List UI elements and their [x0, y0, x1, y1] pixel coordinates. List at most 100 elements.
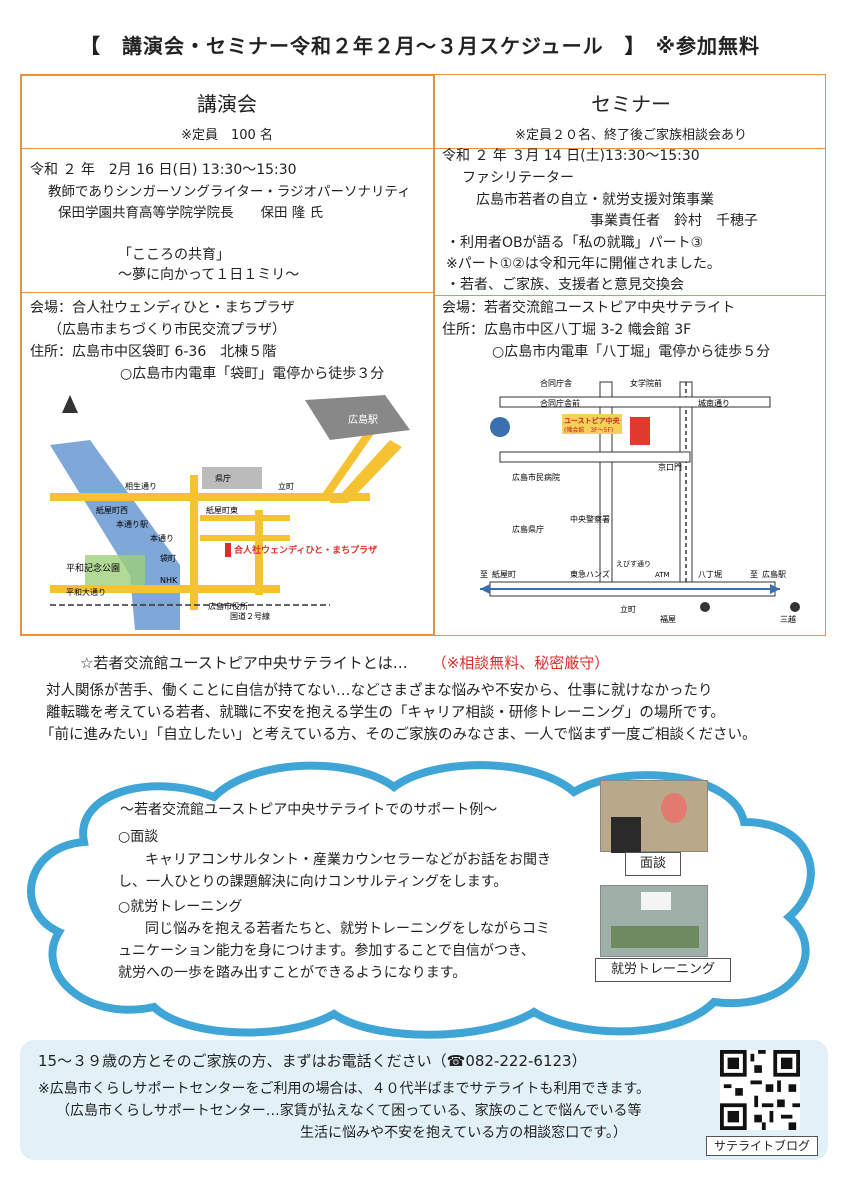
- map-fukuro-label: 袋町: [160, 553, 176, 563]
- support-interview-text-2: し、一人ひとりの課題解決に向けコンサルティングをします。: [118, 874, 508, 890]
- map-kyoguchi-label: 京口門: [658, 462, 682, 472]
- map-kamiya-e-label: 紙屋町東: [206, 505, 238, 515]
- west-arrow-icon: [480, 584, 490, 594]
- contact-note-1: ※広島市くらしサポートセンターをご利用の場合は、４０代半ばまでサテライトも利用で…: [38, 1081, 651, 1097]
- east-arrow-icon: [770, 584, 780, 594]
- map-hatchobori-label: 八丁堀: [698, 570, 722, 579]
- contact-note-2: （広島市くらしサポートセンター…家賃が払えなくて困っている、家族のことで悩んでい…: [56, 1103, 642, 1119]
- destination-label-bg: [562, 414, 622, 434]
- map-youthtopia-label: ユーストピア中央: [564, 416, 621, 425]
- map-hospital-label: 広島市民病院: [512, 472, 560, 482]
- street-2: [200, 535, 290, 541]
- map-fukuya-label: 福屋: [660, 615, 676, 624]
- seminar-map: 合同庁舎 合同庁舎前 女学院前 城南通り ユーストピア中央 (幟会館 3F～5F…: [480, 378, 800, 624]
- seminar-person: 事業責任者 鈴村 千穂子: [590, 213, 758, 229]
- map-route2-label: 国道２号線: [230, 611, 270, 621]
- free-admission: ※参加無料: [655, 34, 761, 58]
- support-training-text-3: 就労への一歩を踏み出すことができるようになります。: [118, 965, 467, 981]
- map-jogakuin-label: 女学院前: [630, 378, 662, 388]
- north-road: [499, 396, 771, 408]
- lecture-date: 令和 ２ 年 2月 16 日(日) 13:30～15:30: [30, 162, 297, 178]
- subway-icon-2: [790, 602, 800, 612]
- map-hondori-st-label: 本通り: [150, 533, 174, 543]
- map-nhk-label: NHK: [160, 576, 178, 585]
- lecture-heading: 講演会: [197, 92, 257, 116]
- map-ebisu-label: えびす通り: [616, 559, 651, 568]
- seminar-header-divider: [435, 148, 826, 149]
- lecture-header-divider: [22, 148, 433, 149]
- page-title: 【 講演会・セミナー令和２年２月～３月スケジュール 】 ※参加無料: [80, 30, 760, 59]
- lecture-map: 広島駅 相生通り 紙屋町西 紙屋町東 本通り駅 本通り 袋町 平和記念公園 平和…: [50, 395, 410, 630]
- street-1: [200, 515, 290, 521]
- map-police-label: 中央警察署: [570, 514, 610, 524]
- support-heading: ～若者交流館ユーストピア中央サテライトでのサポート例～: [120, 802, 498, 818]
- map-aioi-label: 相生通り: [125, 481, 157, 491]
- satellite-paragraph-1: 対人関係が苦手、働くことに自信が持てない…などさまざまな悩みや不安から、仕事に就…: [46, 683, 713, 699]
- map-godocho-label: 合同庁舎: [540, 378, 572, 388]
- map-venue-label: 合人社ウェンディひと・まちプラザ: [234, 544, 377, 556]
- support-training-text-1: 同じ悩みを抱える若者たちと、就労トレーニングをしながらコミ: [145, 921, 551, 937]
- lecture-venue-sub: （広島市まちづくり市民交流プラザ）: [48, 322, 286, 338]
- peace-park-shape: [85, 555, 145, 590]
- heiwa-road: [50, 585, 280, 593]
- map-kencho-label: 県庁: [215, 473, 231, 483]
- lecture-subtopic: ～夢に向かって１日１ミリ～: [118, 267, 300, 283]
- street-a: [599, 381, 613, 583]
- map-station-label: 広島駅: [348, 413, 378, 426]
- whiteboard: [641, 892, 671, 910]
- seminar-bullet-1: ・利用者OBが語る「私の就職」パート③: [446, 235, 704, 251]
- qr-caption: サテライトブログ: [706, 1136, 818, 1156]
- seminar-date: 令和 ２ 年 ３月 14 日(土)13:30～15:30: [442, 148, 700, 164]
- map-kamiya-label: 紙屋町西: [96, 505, 128, 515]
- lecture-access: ○広島市内電車「袋町」電停から徒歩３分: [120, 366, 385, 382]
- title-text: 【 講演会・セミナー令和２年２月～３月スケジュール 】: [80, 34, 646, 58]
- station-block: [305, 395, 410, 440]
- map-to-west: 至: [480, 570, 488, 579]
- map-mitsukoshi-label: 三越: [780, 614, 796, 624]
- lecture-speaker-name: 保田学園共育高等学院学院長 保田 隆 氏: [58, 205, 324, 221]
- middle-road: [499, 451, 691, 463]
- seminar-facilitator: ファシリテーター: [462, 170, 574, 186]
- map-hondori-label: 本通り駅: [116, 519, 148, 529]
- satellite-heading: ☆若者交流館ユーストピア中央サテライトとは… （※相談無料、秘密厳守）: [80, 652, 609, 673]
- map-tatemachi-label: 立町: [278, 481, 294, 491]
- support-training-title: ○就労トレーニング: [118, 899, 243, 915]
- lecture-capacity: ※定員 100 名: [181, 128, 273, 143]
- seminar-divider: [435, 295, 826, 296]
- map-station-label: 広島駅: [762, 569, 786, 579]
- map-kamiya-label: 紙屋町: [492, 569, 516, 579]
- satellite-paragraph-2: 離転職を考えている若者、就職に不安を抱える学生の「キャリア相談・研修トレーニング…: [46, 705, 725, 721]
- hondori-road: [190, 475, 198, 610]
- destination-marker: [630, 417, 650, 445]
- lecture-venue: 会場：合人社ウェンディひと・まちプラザ: [30, 300, 295, 316]
- qr-code-icon[interactable]: [720, 1050, 800, 1130]
- river-shape: [50, 440, 180, 630]
- support-interview-title: ○面談: [118, 829, 159, 845]
- support-interview-text-1: キャリアコンサルタント・産業カウンセラーなどがお話をお聞き: [145, 852, 551, 868]
- seminar-access: ○広島市内電車「八丁堀」電停から徒歩５分: [492, 344, 771, 360]
- support-training-text-2: ュニケーション能力を身につけます。参加することで自信がつき、: [118, 943, 535, 959]
- contact-note-3: 生活に悩みや不安を抱えている方の相談窓口です。）: [300, 1125, 627, 1141]
- side-road: [255, 510, 263, 595]
- training-caption: 就労トレーニング: [595, 958, 731, 982]
- seminar-capacity: ※定員２０名、終了後ご家族相談会あり: [515, 128, 747, 143]
- person-figure-2: [611, 817, 641, 853]
- map-hands-label: 東急ハンズ: [570, 569, 610, 579]
- person-figure: [661, 793, 687, 823]
- map-godocho-n-label: 合同庁舎前: [540, 398, 580, 408]
- map-cityhall-label: 広島市役所: [208, 601, 248, 611]
- map-to-east: 至: [750, 570, 758, 579]
- seminar-heading: セミナー: [591, 92, 671, 116]
- lecture-speaker-role: 教師でありシンガーソングライター・ラジオパーソナリティ: [48, 184, 411, 200]
- satellite-title: ☆若者交流館ユーストピア中央サテライトとは…: [80, 654, 408, 672]
- contact-panel: [20, 1040, 828, 1160]
- subway-icon: [700, 602, 710, 612]
- map-atm-label: ATM: [655, 571, 670, 579]
- map-jonan-label: 城南通り: [698, 398, 730, 408]
- north-icon: [62, 395, 78, 413]
- map-park-label: 平和記念公園: [66, 562, 120, 574]
- lecture-divider: [22, 292, 433, 293]
- training-photo: [600, 885, 708, 957]
- map-heiwa-label: 平和大通り: [66, 587, 106, 597]
- satellite-note: （※相談無料、秘密厳守）: [431, 654, 610, 672]
